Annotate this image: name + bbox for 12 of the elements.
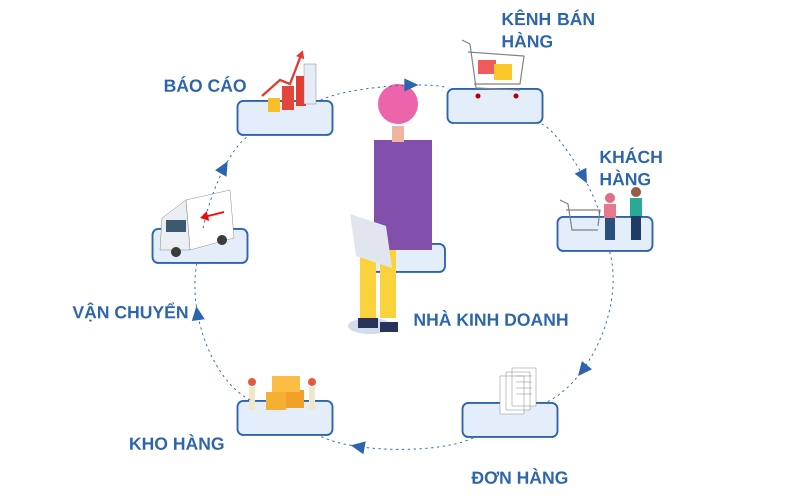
node-label: KÊNH BÁN HÀNG <box>502 9 594 48</box>
node-label: KHÁCH HÀNG <box>600 147 662 186</box>
node-label: NHÀ KINH DOANH <box>414 310 568 326</box>
arrow <box>319 435 474 454</box>
node-label: ĐƠN HÀNG <box>471 468 568 484</box>
arrow <box>192 263 251 401</box>
node-label: KHO HÀNG <box>130 434 224 450</box>
node-label: BÁO CÁO <box>164 76 246 92</box>
arrow <box>546 251 614 403</box>
arrow <box>202 135 250 229</box>
node-label: VẬN CHUYỂN <box>72 302 188 322</box>
arrow <box>320 78 449 101</box>
